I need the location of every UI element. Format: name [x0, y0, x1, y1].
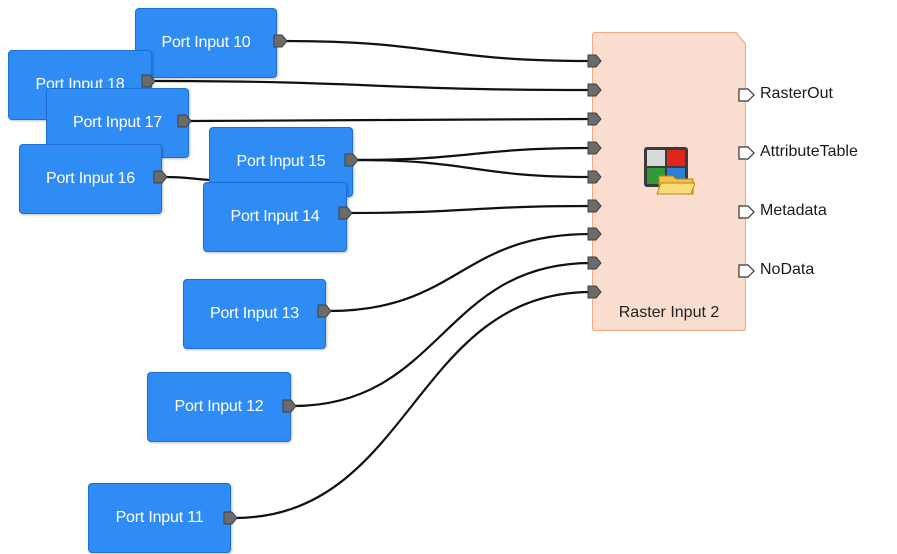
raster-input-handle-4[interactable] [587, 141, 602, 155]
raster-input-handle-2[interactable] [587, 83, 602, 97]
port-input-node-16[interactable]: Port Input 16 [19, 144, 162, 214]
port-output-handle-12[interactable] [282, 399, 297, 413]
wire-p13-to-input-7[interactable] [327, 232, 592, 313]
wire-p14-to-input-6[interactable] [348, 204, 592, 215]
raster-input-handle-3[interactable] [587, 112, 602, 126]
wire-p10-to-input-1[interactable] [283, 39, 592, 63]
raster-input-handle-1[interactable] [587, 54, 602, 68]
port-input-label: Port Input 10 [161, 34, 251, 51]
raster-output-label-attributetable: AttributeTable [760, 143, 858, 160]
port-input-label: Port Input 14 [230, 208, 320, 225]
port-input-label: Port Input 13 [209, 305, 300, 322]
port-input-node-11[interactable]: Port Input 11 [88, 483, 231, 553]
wire-p16[interactable] [163, 175, 211, 182]
port-input-node-10[interactable]: Port Input 10 [135, 8, 277, 78]
wire-p12-to-input-8[interactable] [292, 261, 592, 408]
raster-folder-icon [644, 147, 695, 195]
port-output-handle-17[interactable] [177, 114, 192, 128]
port-input-node-12[interactable]: Port Input 12 [147, 372, 291, 442]
wire-p15-to-input-4[interactable] [354, 146, 592, 162]
raster-output-label-metadata: Metadata [760, 202, 827, 219]
raster-output-handle-metadata[interactable] [738, 205, 755, 219]
port-output-handle-13[interactable] [317, 304, 332, 318]
raster-output-label-nodata: NoData [760, 261, 815, 278]
raster-output-handle-attributetable[interactable] [738, 146, 755, 160]
port-input-label: Port Input 15 [236, 153, 326, 170]
raster-input-handle-8[interactable] [587, 256, 602, 270]
port-output-handle-15[interactable] [344, 153, 359, 167]
port-output-handle-16[interactable] [153, 170, 168, 184]
port-input-node-13[interactable]: Port Input 13 [183, 279, 326, 349]
raster-output-handle-nodata[interactable] [738, 264, 755, 278]
raster-output-label-rasterout: RasterOut [760, 85, 833, 102]
raster-input-handle-7[interactable] [587, 227, 602, 241]
port-output-handle-10[interactable] [273, 34, 288, 48]
wire-p17-to-input-3[interactable] [187, 117, 592, 123]
raster-input-handle-5[interactable] [587, 170, 602, 184]
port-input-label: Port Input 16 [45, 170, 136, 187]
raster-input-handle-9[interactable] [587, 285, 602, 299]
raster-input-handle-6[interactable] [587, 199, 602, 213]
raster-output-handle-rasterout[interactable] [738, 88, 755, 102]
wire-p18-to-input-2[interactable] [151, 79, 592, 92]
port-output-handle-14[interactable] [338, 206, 353, 220]
port-input-node-14[interactable]: Port Input 14 [203, 182, 347, 252]
port-output-handle-11[interactable] [223, 511, 238, 525]
port-input-label: Port Input 11 [115, 509, 204, 526]
port-input-label: Port Input 12 [174, 398, 264, 415]
wire-p15-to-input-5[interactable] [354, 158, 592, 179]
port-input-label: Port Input 17 [72, 114, 163, 131]
raster-node-title: Raster Input 2 [618, 304, 720, 321]
port-output-handle-18[interactable] [141, 74, 156, 88]
